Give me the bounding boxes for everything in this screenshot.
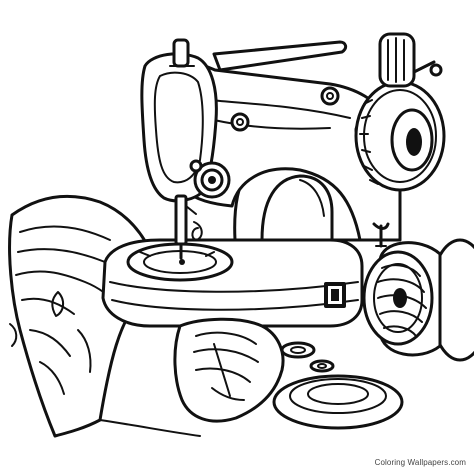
thread-spool [362,238,474,362]
watermark-text: Coloring Wallpapers.com [374,458,466,467]
side-lever [372,222,390,248]
handwheel [354,80,446,192]
needle-assembly [174,194,203,260]
tension-knob [189,159,231,199]
bobbin-ring [272,374,404,430]
spool-pin [378,32,443,88]
folded-fabric [173,317,285,423]
fabric-hem [99,419,201,437]
small-rings [280,341,335,373]
needle-plate [126,242,234,282]
